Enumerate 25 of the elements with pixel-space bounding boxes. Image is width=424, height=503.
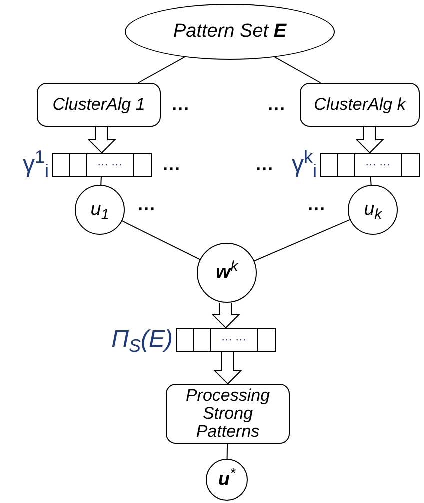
ellipsis-label: ··· — [172, 100, 190, 118]
process-box: ClusterAlg 1 — [37, 83, 161, 127]
ellipsis-text: ··· ··· — [221, 334, 247, 346]
connector-line — [122, 220, 201, 260]
connector-line — [138, 56, 186, 84]
ellipsis-label: ··· — [308, 200, 326, 218]
ellipsis-label: ··· — [268, 100, 286, 118]
ellipsis-label: ··· — [138, 200, 156, 218]
ellipsis-text: ··· ··· — [97, 160, 123, 170]
block-arrow — [88, 126, 116, 154]
connector-line — [226, 444, 228, 460]
ellipse-node: Pattern Set E — [125, 4, 335, 60]
process-box: Processing Strong Patterns — [166, 384, 290, 444]
ellipsis-label: ··· — [163, 160, 181, 178]
connector-line — [274, 56, 322, 84]
process-box: ClusterAlg k — [300, 83, 420, 127]
ellipsis-text: ··· ··· — [365, 160, 391, 170]
connector-line — [370, 176, 372, 186]
block-arrow — [356, 126, 384, 154]
block-arrow — [214, 352, 242, 385]
ellipsis-label: ··· — [256, 160, 274, 178]
connector-line — [254, 219, 351, 262]
block-arrow — [212, 302, 240, 329]
connector-line — [100, 176, 102, 186]
array-label: Π$_{S}$(E) — [112, 328, 173, 352]
